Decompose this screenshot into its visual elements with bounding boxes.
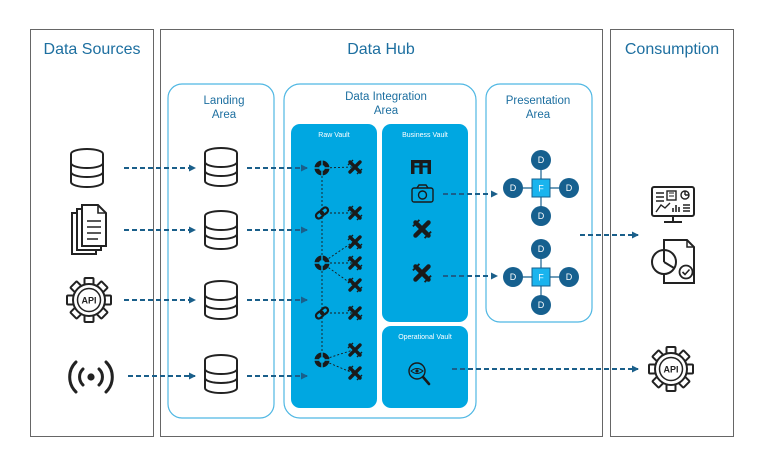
landing-database-2 [204,210,238,250]
integration-area-title-line2: Area [374,105,399,117]
data-sources-title: Data Sources [44,41,141,58]
landing-area [167,83,275,419]
landing-area-title-line1: Landing [204,95,245,107]
hub-icon [313,254,331,272]
star-schema-bottom: F D D D D [503,239,579,315]
camera-icon [411,184,434,203]
data-hub-panel [160,29,603,437]
landing-database-4 [204,354,238,394]
api-gear-icon: API [66,277,112,323]
raw-vault-title: Raw Vault [318,132,349,139]
landing-database-3 [204,280,238,320]
dimension-node [503,178,523,198]
dimension-label: D [538,155,545,165]
raw-vault [291,124,377,408]
landing-database-1 [204,147,238,187]
consumption-title: Consumption [625,41,719,58]
dimension-label: D [566,272,573,282]
dimension-node [503,267,523,287]
dimension-label: D [510,183,517,193]
dimension-label: D [510,272,517,282]
dimension-node [531,295,551,315]
fact-node [531,267,551,287]
api-gear-icon: API [648,346,694,392]
star-schema-top: F D D D D [503,150,579,226]
data-sources-panel [30,29,154,437]
fact-node [531,178,551,198]
presentation-area-title-line2: Area [526,109,551,121]
bridge-icon [411,160,431,174]
dimension-label: D [538,211,545,221]
dimension-node [531,206,551,226]
dimension-node [559,267,579,287]
operational-vault-title: Operational Vault [398,334,452,341]
hub-icon [313,159,331,177]
dimension-node [531,239,551,259]
consumption-panel [610,29,734,437]
broadcast-icon [68,360,114,394]
dimension-node [531,150,551,170]
integration-area-title-line1: Data Integration [345,91,427,103]
magnifier-icon [408,362,431,386]
dimension-node [559,178,579,198]
business-vault-title: Business Vault [402,132,448,139]
operational-vault [382,326,468,408]
database-icon [70,148,104,188]
data-hub-title: Data Hub [347,41,415,58]
dimension-label: D [538,244,545,254]
api-label: API [663,365,678,375]
api-label: API [81,296,96,306]
dimension-label: D [538,300,545,310]
flow-arrows [124,164,639,380]
data-integration-area [283,83,477,419]
presentation-area [485,83,593,323]
dimension-label: D [566,183,573,193]
dashboard-icon [651,186,695,223]
report-icon [651,239,695,284]
documents-icon [71,204,107,255]
hub-icon [313,351,331,369]
fact-label: F [538,273,544,283]
fact-label: F [538,184,544,194]
landing-area-title-line2: Area [212,109,237,121]
presentation-area-title-line1: Presentation [506,95,571,107]
